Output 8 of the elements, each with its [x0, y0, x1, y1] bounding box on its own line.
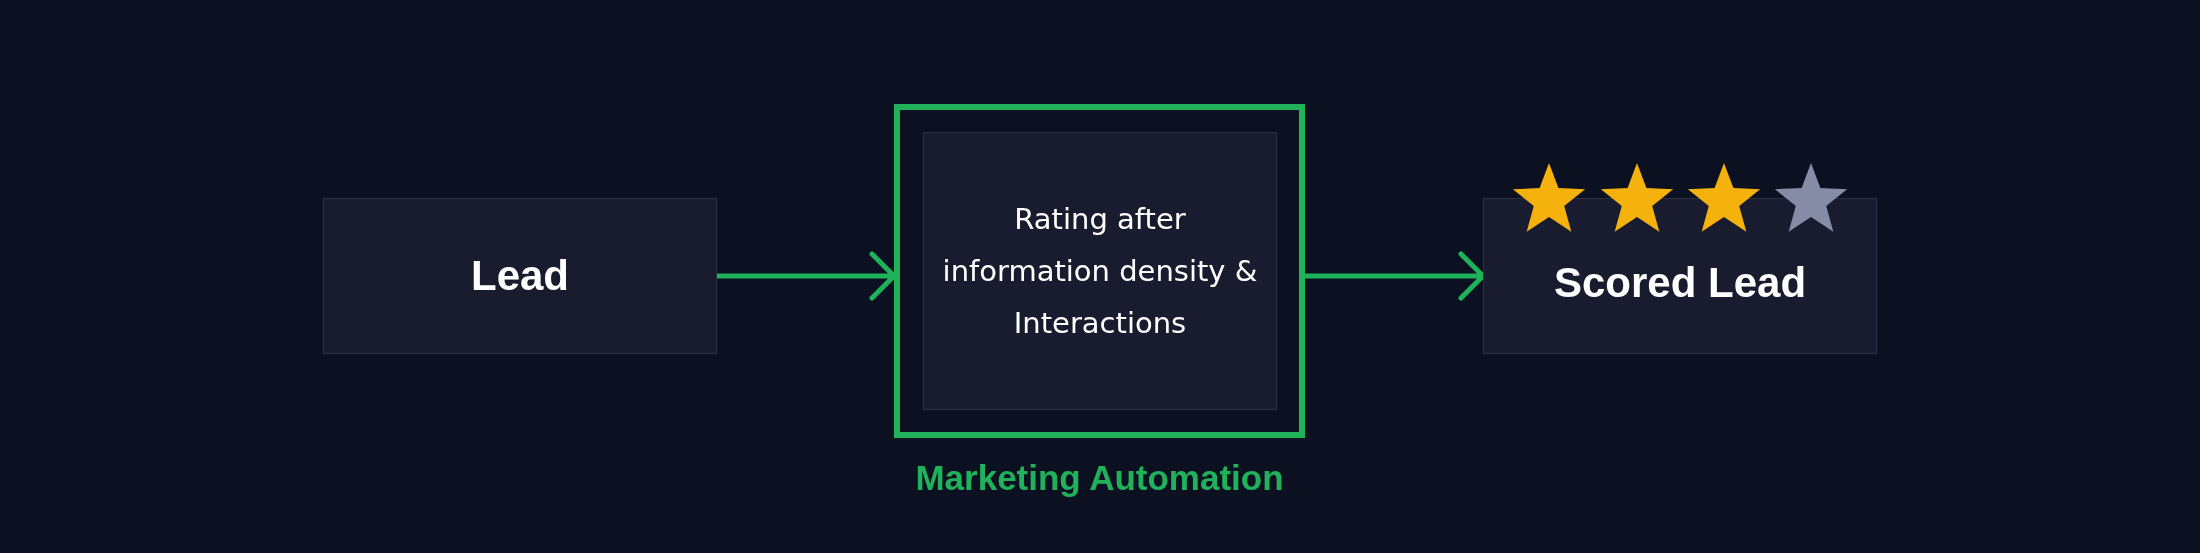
node-label: Rating after information density & Interactions — [941, 201, 1259, 342]
process-box — [1483, 198, 1877, 354]
process-box — [323, 198, 717, 354]
group-frame — [894, 104, 1305, 438]
group-heading: Marketing Automation — [914, 458, 1285, 498]
node-label: Lead — [470, 252, 570, 300]
node-label: Scored Lead — [1552, 259, 1808, 307]
process-box — [923, 132, 1277, 410]
